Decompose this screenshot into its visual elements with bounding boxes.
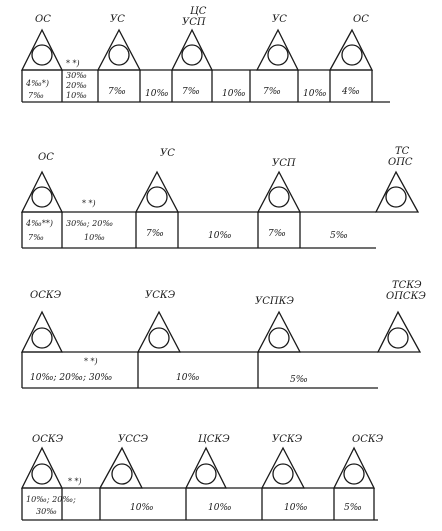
grade-value: 5‰: [344, 503, 362, 513]
grade-value: 10‰: [222, 89, 246, 99]
grade-value: 30‰; 20‰: [66, 219, 113, 228]
note-mark: * *): [68, 477, 82, 486]
station-label: ОПС: [388, 157, 413, 168]
station-label: ЦС: [190, 6, 207, 17]
station-label: УСКЭ: [145, 290, 176, 301]
station-label: ОС: [35, 14, 51, 25]
station-symbol: [374, 170, 420, 213]
grade-value: 20‰: [65, 81, 87, 90]
station-label: УСПКЭ: [255, 296, 294, 307]
grade-value: 30‰: [66, 71, 87, 80]
row-1: ОС УС ЦС УСП УС ОС * *) 4‰*) 7‰ 30‰ 20‰ …: [20, 6, 390, 103]
note-mark: * *): [82, 199, 96, 208]
section-dividers: [21, 212, 301, 248]
grade-value: 4‰*): [25, 79, 49, 88]
note-mark: * *): [84, 357, 98, 366]
station-label: ОСКЭ: [30, 290, 62, 301]
grade-value: 7‰: [28, 233, 44, 242]
station-symbol: [96, 28, 142, 71]
station-label: УС: [272, 14, 287, 25]
section-dividers: [21, 70, 373, 102]
station-symbol: [20, 310, 64, 353]
row-3: ОСКЭ УСКЭ УСПКЭ ТСКЭ ОПСКЭ * *) 10‰; 20‰…: [20, 280, 426, 389]
note-mark: * *): [66, 59, 80, 68]
grade-value: 7‰: [268, 229, 286, 239]
station-symbol: [170, 28, 214, 71]
station-label: УСКЭ: [272, 434, 303, 445]
grade-value: 30‰: [36, 507, 57, 516]
grade-value: 5‰: [330, 231, 348, 241]
section-dividers: [21, 352, 259, 388]
station-label: УС: [160, 148, 175, 159]
grade-value: 10‰: [208, 231, 232, 241]
station-symbol: [260, 446, 306, 489]
section-dividers: [21, 488, 375, 520]
station-symbol: [332, 446, 376, 489]
station-symbol: [20, 170, 64, 213]
grade-value: 10‰; 20‰; 30‰: [30, 373, 112, 383]
station-symbol: [256, 310, 302, 353]
station-symbol: [20, 446, 64, 489]
grade-value: 7‰: [28, 91, 44, 100]
grade-value: 10‰: [130, 503, 154, 513]
grade-value: 4‰: [341, 87, 360, 97]
station-symbol: [255, 28, 300, 71]
grade-value: 5‰: [290, 375, 308, 385]
station-symbol: [256, 170, 302, 213]
grade-value: 10‰: [145, 89, 169, 99]
station-label: ЦСКЭ: [198, 434, 230, 445]
station-label: УСП: [272, 158, 296, 169]
station-symbol: [136, 310, 182, 353]
grade-value: 10‰: [303, 89, 327, 99]
station-label: УС: [110, 14, 125, 25]
row-2: ОС УС УСП ТС ОПС * *) 4‰**) 7‰ 30‰; 20‰ …: [20, 146, 420, 249]
grade-value: 10‰: [208, 503, 232, 513]
station-label: ТСКЭ: [392, 280, 422, 291]
station-symbol: [134, 170, 180, 213]
grade-value: 7‰: [182, 87, 200, 97]
grade-value: 7‰: [108, 87, 126, 97]
grade-value: 10‰; 20‰;: [26, 495, 76, 504]
grade-value: 7‰: [146, 229, 164, 239]
station-symbol: [184, 446, 228, 489]
grade-value: 4‰**): [25, 219, 53, 228]
grade-value: 10‰: [84, 233, 105, 242]
grade-value: 10‰: [176, 373, 200, 383]
grade-value: 10‰: [66, 91, 87, 100]
grade-value: 7‰: [263, 87, 281, 97]
row-4: ОСКЭ УССЭ ЦСКЭ УСКЭ ОСКЭ * *) 10‰; 20‰; …: [20, 434, 384, 521]
station-label: УССЭ: [118, 434, 149, 445]
station-label: ОС: [38, 152, 54, 163]
station-symbol: [328, 28, 374, 71]
station-symbol: [20, 28, 64, 71]
station-label: ОСКЭ: [32, 434, 64, 445]
station-label: УСП: [182, 17, 206, 28]
station-label: ТС: [395, 146, 410, 157]
station-symbol: [98, 446, 144, 489]
station-label: ОСКЭ: [352, 434, 384, 445]
grade-value: 10‰: [284, 503, 308, 513]
station-label: ОС: [353, 14, 369, 25]
station-symbol: [376, 310, 422, 353]
station-label: ОПСКЭ: [386, 291, 426, 302]
